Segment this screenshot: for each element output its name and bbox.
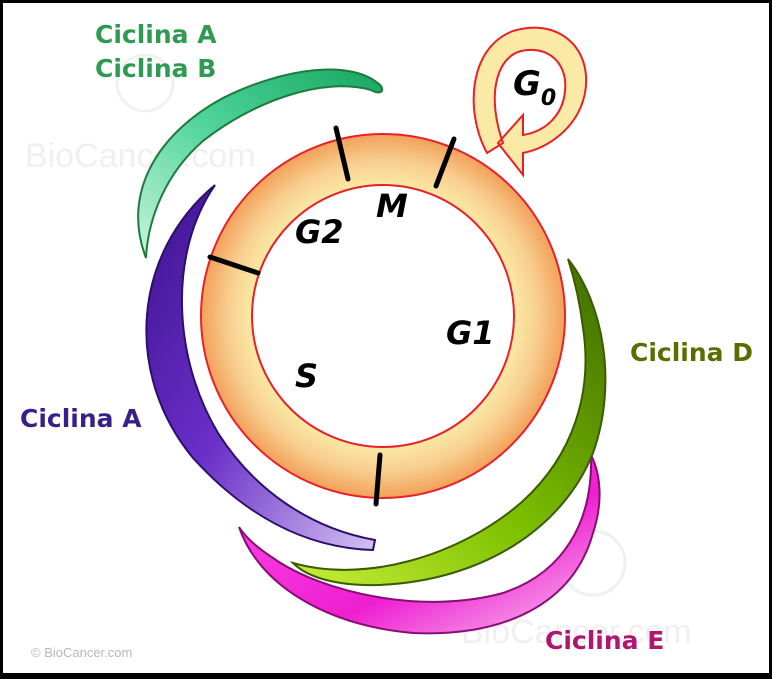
watermark-text-top: BioCancer.com [25, 137, 256, 175]
cyclin-ab-crescent [137, 68, 384, 259]
g0-loop [472, 26, 588, 178]
cyclin-d-crescent [289, 258, 607, 587]
phase-g2-label: G2 [295, 213, 344, 251]
copyright-text: © BioCancer.com [31, 645, 132, 660]
cyclin-ab-label-line1: Ciclina A [95, 20, 217, 49]
phase-g0-base: G [513, 64, 541, 104]
phase-s-label: S [295, 357, 318, 395]
phase-dividers [207, 125, 457, 507]
watermark-logo-icon [115, 53, 175, 113]
divider-s-g2 [207, 254, 261, 276]
ring-outer-edge [200, 133, 566, 499]
phase-m-label: M [376, 187, 408, 225]
phase-g0-label: G0 [513, 64, 556, 111]
cyclin-e-label: Ciclina E [545, 626, 664, 655]
cyclin-e-crescent [238, 454, 601, 635]
phase-g0-subscript: 0 [541, 86, 556, 111]
ring-inner-edge [251, 184, 515, 448]
phase-g1-label: G1 [446, 314, 495, 352]
divider-g1-s [373, 452, 383, 507]
diagram-canvas: BioCancer.com BioCancer.com © BioCancer.… [20, 20, 753, 660]
cyclin-ab-label-line2: Ciclina B [95, 54, 216, 83]
cyclin-d-label: Ciclina D [630, 338, 753, 367]
cell-cycle-ring [201, 134, 565, 498]
divider-g2-m [333, 125, 351, 182]
divider-m-g1 [433, 136, 457, 189]
cyclin-a-label: Ciclina A [20, 404, 142, 433]
cyclin-a-crescent [145, 184, 377, 552]
